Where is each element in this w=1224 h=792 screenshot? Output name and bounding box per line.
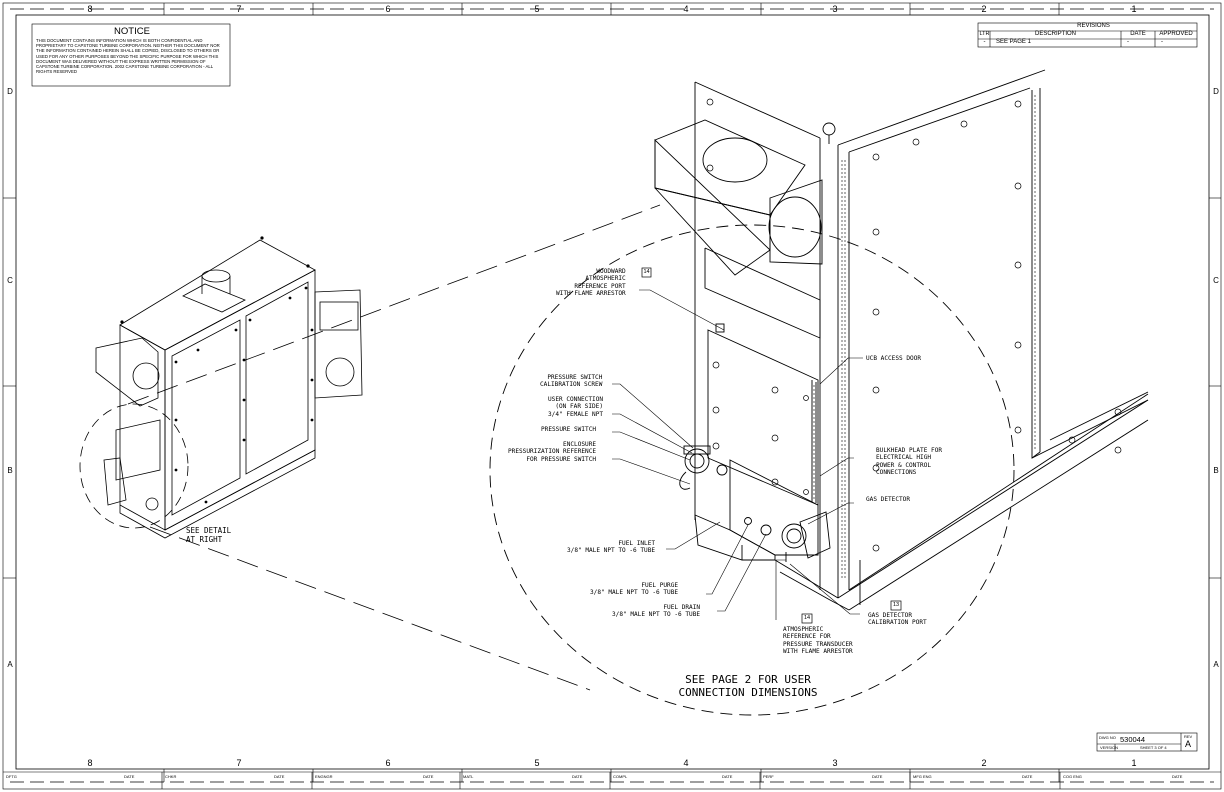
- zone-letter-right: D: [1213, 87, 1219, 96]
- strip-cell: DATE: [872, 774, 883, 779]
- zone-number-top: 8: [87, 4, 93, 14]
- strip-cell: MATL: [463, 774, 474, 779]
- projection-lines: [127, 204, 661, 691]
- atm-ref-label: ATMOSPHERIC REFERENCE FOR PRESSURE TRANS…: [783, 626, 853, 656]
- gas-cal-num: 13: [892, 602, 900, 608]
- notice-title: NOTICE: [114, 26, 150, 37]
- rev-row-approved: -: [1161, 39, 1163, 45]
- strip-cell: DFTG: [6, 774, 17, 779]
- zone-letter-left: B: [7, 466, 13, 475]
- rev-row-ltr: -: [983, 39, 986, 45]
- pressure-switch-cal-label: PRESSURE SWITCH CALIBRATION SCREW: [540, 374, 603, 389]
- atm-ref-num: 14: [803, 615, 811, 621]
- dwg-no-label: DWG NO: [1099, 735, 1116, 740]
- small-enclosure-view: [95, 239, 363, 539]
- rev-label: REV: [1184, 734, 1193, 739]
- ucb-door-label: UCB ACCESS DOOR: [866, 355, 922, 362]
- sheet-label: SHEET 3 OF 4: [1140, 745, 1167, 750]
- inner-border: [15, 14, 1210, 770]
- rev-header-ltr: LTR: [979, 31, 990, 37]
- rev-header-approved: APPROVED: [1159, 31, 1193, 37]
- notice-box: [31, 23, 231, 87]
- zone-number-bottom: 3: [832, 758, 838, 768]
- zone-number-bottom: 4: [683, 758, 689, 768]
- woodward-num: 14: [643, 269, 650, 275]
- fuel-inlet-label: FUEL INLET 3/8" MALE NPT TO -6 TUBE: [567, 540, 656, 555]
- fuel-drain-label: FUEL DRAIN 3/8" MALE NPT TO -6 TUBE: [612, 604, 701, 619]
- zone-number-bottom: 1: [1131, 758, 1137, 768]
- fuel-purge-label: FUEL PURGE 3/8" MALE NPT TO -6 TUBE: [590, 582, 679, 597]
- strip-cell: COMPL: [613, 774, 628, 779]
- detail-circle-large: [489, 224, 1015, 716]
- strip-cell: DATE: [1022, 774, 1033, 779]
- user-connection-label: USER CONNECTION (ON FAR SIDE) 3/4" FEMAL…: [548, 396, 604, 418]
- strip-cell: ENGNGR: [315, 774, 333, 779]
- leader-lines: [612, 289, 863, 620]
- rev-header-description: DESCRIPTION: [1034, 31, 1076, 37]
- zone-number-top: 3: [832, 4, 838, 14]
- zone-letter-right: B: [1213, 466, 1219, 475]
- strip-cell: DATE: [423, 774, 434, 779]
- rev-header-date: DATE: [1130, 31, 1146, 37]
- gas-detector-label: GAS DETECTOR: [866, 496, 911, 503]
- zone-letter-right: A: [1213, 660, 1219, 669]
- strip-cell: DATE: [572, 774, 583, 779]
- strip-cell: PERF: [763, 774, 774, 779]
- zone-letter-left: C: [7, 276, 13, 285]
- see-page2-label: SEE PAGE 2 FOR USER CONNECTION DIMENSION…: [678, 673, 818, 699]
- zone-number-top: 1: [1131, 4, 1137, 14]
- revision-table-lines: [977, 22, 1198, 48]
- zone-letter-left: D: [7, 87, 13, 96]
- version-label: VERSION: [1100, 745, 1119, 750]
- strip-cell: COG ENG: [1063, 774, 1082, 779]
- large-enclosure-view: [654, 69, 1149, 611]
- zone-number-top: 2: [981, 4, 987, 14]
- zone-number-bottom: 2: [981, 758, 987, 768]
- strip-cell: CHKR: [165, 774, 177, 779]
- zone-number-bottom: 7: [236, 758, 242, 768]
- zone-number-top: 5: [534, 4, 540, 14]
- notice-body: THIS DOCUMENT CONTAINS INFORMATION WHICH…: [36, 38, 220, 75]
- strip-cell: DATE: [1172, 774, 1183, 779]
- zone-letter-left: A: [7, 660, 13, 669]
- see-detail-label: SEE DETAIL AT RIGHT: [186, 526, 232, 544]
- zone-number-top: 6: [385, 4, 391, 14]
- strip-cell: DATE: [722, 774, 733, 779]
- bulkhead-label: BULKHEAD PLATE FOR ELECTRICAL HIGH POWER…: [876, 447, 943, 477]
- gas-cal-label: GAS DETECTOR CALIBRATION PORT: [868, 612, 927, 627]
- title-block-lines: [1096, 732, 1198, 752]
- zone-number-bottom: 5: [534, 758, 540, 768]
- detail-circle-small: [79, 403, 189, 529]
- revisions-title: REVISIONS: [1077, 23, 1110, 29]
- enclosure-ref-label: ENCLOSURE PRESSURIZATION REFERENCE FOR P…: [508, 441, 597, 463]
- dwg-no: 530044: [1120, 735, 1146, 744]
- rev-row-description: SEE PAGE 1: [996, 39, 1031, 45]
- zone-letter-right: C: [1213, 276, 1219, 285]
- title-strip-lines: [3, 771, 1221, 789]
- zone-number-top: 7: [236, 4, 242, 14]
- pressure-switch-label: PRESSURE SWITCH: [541, 426, 597, 433]
- rev-row-date: -: [1127, 39, 1129, 45]
- rev-letter: A: [1185, 739, 1192, 749]
- zone-number-top: 4: [683, 4, 689, 14]
- woodward-label: WOODWARD ATMOSPHERIC REFERENCE PORT WITH…: [556, 268, 626, 298]
- strip-cell: MFG ENG: [913, 774, 932, 779]
- strip-cell: DATE: [274, 774, 285, 779]
- zone-number-bottom: 8: [87, 758, 93, 768]
- strip-cell: DATE: [124, 774, 135, 779]
- zone-number-bottom: 6: [385, 758, 391, 768]
